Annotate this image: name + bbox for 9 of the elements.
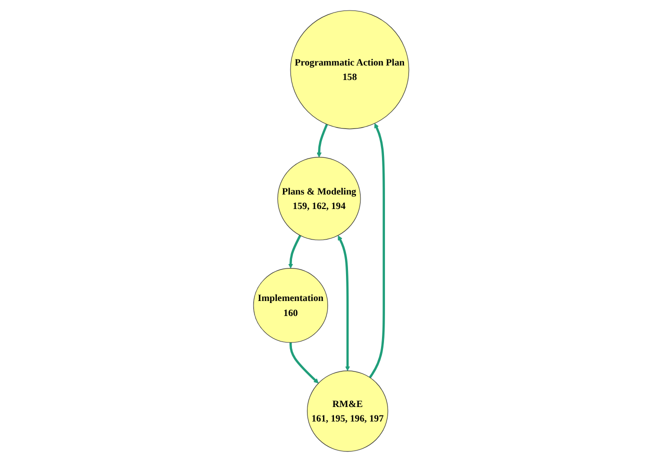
- node-circle: RM&E 161, 195, 196, 197: [306, 370, 388, 452]
- arrow: [316, 124, 328, 158]
- node-circle: Programmatic Action Plan 158: [290, 10, 409, 130]
- node-circle: Plans & Modeling 159, 162, 194: [277, 156, 361, 240]
- arrow: [338, 235, 350, 372]
- node-circle: Implementation 160: [253, 268, 328, 343]
- arrow: [289, 342, 318, 384]
- arrow: [288, 234, 302, 269]
- arrow: [368, 123, 385, 378]
